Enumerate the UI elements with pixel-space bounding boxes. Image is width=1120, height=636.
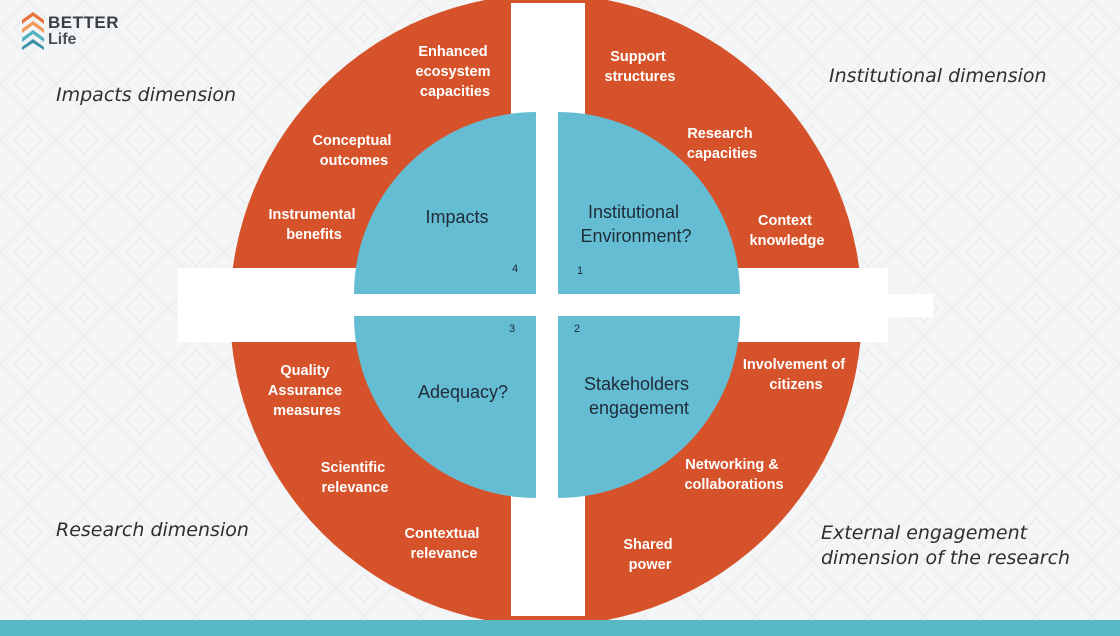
institutional-title-line-2: Environment? bbox=[580, 226, 691, 246]
impacts-number: 4 bbox=[512, 263, 518, 275]
logo-line-2: Life bbox=[48, 31, 77, 48]
adequacy-number: 3 bbox=[509, 323, 515, 335]
outer-label-research-capacities: Research capacities bbox=[687, 126, 757, 162]
inner-quadrant-adequacy bbox=[354, 316, 536, 498]
outer-label-contextual-relevance: Contextual relevance bbox=[405, 526, 484, 562]
outer-label-conceptual-outcomes: Conceptual outcomes bbox=[313, 133, 396, 169]
horizontal-divider-tip bbox=[888, 294, 933, 317]
outer-label-scientific-relevance: Scientific relevance bbox=[321, 460, 390, 496]
outer-label-shared-power: Shared power bbox=[623, 537, 676, 573]
institutional-dimension-label: Institutional dimension bbox=[829, 65, 1047, 87]
outer-label-support-structures: Support structures bbox=[605, 49, 676, 85]
outer-label-networking-collaborations: Networking & collaborations bbox=[684, 457, 783, 493]
stakeholders-title: Stakeholders engagement bbox=[584, 374, 694, 418]
institutional-title-line-1: Institutional bbox=[588, 202, 679, 222]
logo-line-1: BETTER bbox=[48, 13, 119, 32]
inner-quadrant-institutional bbox=[558, 112, 740, 294]
impacts-title: Impacts bbox=[425, 207, 488, 227]
institutional-number: 1 bbox=[577, 265, 583, 277]
bottom-accent-bar bbox=[0, 620, 1120, 636]
inner-quadrant-impacts bbox=[354, 112, 536, 294]
outer-label-involvement-of-citizens: Involvement of citizens bbox=[743, 357, 849, 393]
better-life-logo: BETTER Life bbox=[20, 10, 140, 54]
outer-label-instrumental-benefits: Instrumental benefits bbox=[268, 207, 359, 243]
outer-label-enhanced-ecosystem-capacities: Enhanced ecosystem capacities bbox=[416, 44, 495, 100]
logo-chevrons-icon bbox=[22, 12, 44, 50]
inner-quadrant-stakeholders bbox=[558, 316, 740, 498]
external-engagement-dimension-label: External engagement dimension of the res… bbox=[821, 522, 1071, 569]
stakeholders-number: 2 bbox=[574, 323, 580, 335]
research-dimension-label: Research dimension bbox=[56, 519, 249, 541]
stakeholders-title-line-2: engagement bbox=[589, 398, 689, 418]
impacts-dimension-label: Impacts dimension bbox=[56, 84, 237, 106]
adequacy-title: Adequacy? bbox=[418, 382, 508, 402]
outer-label-quality-assurance-measures: Quality Assurance measures bbox=[268, 363, 346, 419]
institutional-title: Institutional Environment? bbox=[580, 202, 691, 246]
outer-label-context-knowledge: Context knowledge bbox=[750, 213, 825, 249]
stakeholders-title-line-1: Stakeholders bbox=[584, 374, 689, 394]
